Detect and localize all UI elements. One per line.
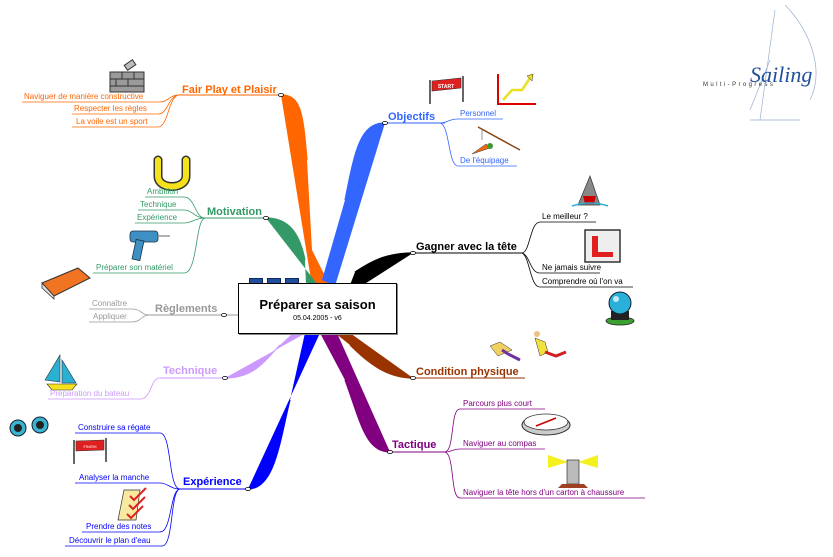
topic-condition[interactable]: Condition physique	[416, 366, 519, 378]
topic-tactique[interactable]: Tactique	[392, 439, 437, 451]
branch-objectifs	[322, 123, 385, 286]
runners-icon	[489, 331, 567, 362]
branch-fairplay	[281, 95, 330, 286]
drill-icon	[129, 230, 170, 262]
subtopic[interactable]: Respecter les règles	[74, 104, 147, 113]
topic-fairplay[interactable]: Fair Play et Plaisir	[182, 84, 277, 96]
crystal-ball-icon	[605, 291, 635, 326]
central-subtitle: 05.04.2005 - v6	[293, 315, 342, 322]
lighthouse-icon	[548, 455, 598, 488]
central-title: Préparer sa saison	[259, 297, 376, 312]
binoculars-icon	[9, 416, 49, 437]
subtopic[interactable]: Ne jamais suivre	[542, 263, 602, 272]
carrot-stick-icon	[471, 126, 521, 155]
branch-tactique-thin	[344, 379, 391, 453]
subtopic[interactable]: La voile est un sport	[76, 117, 148, 126]
topic-experience[interactable]: Expérience	[183, 476, 242, 488]
branch-tactique	[320, 333, 390, 452]
topic-objectifs[interactable]: Objectifs	[388, 111, 436, 123]
branch-technique	[225, 333, 306, 378]
sailing-logo: Sailing Multi-Progress	[690, 0, 830, 135]
branch-experience	[248, 333, 320, 489]
checklist-icon	[117, 487, 147, 521]
learner-plate-icon	[584, 229, 621, 263]
subtopic[interactable]: Appliquer	[93, 312, 127, 321]
subtopic[interactable]: Naviguer de manière constructive	[24, 92, 144, 101]
branch-technique-thin	[224, 344, 281, 379]
topic-technique[interactable]: Technique	[163, 365, 218, 377]
sail-sketch-icon	[749, 4, 817, 121]
logo-tagline: Multi-Progress	[703, 82, 776, 88]
rising-graph-icon	[497, 73, 536, 105]
branch-fairplay-thin	[280, 94, 308, 161]
subtopic[interactable]: Analyser la manche	[79, 473, 150, 482]
shark-icon	[571, 175, 609, 207]
topic-motivation[interactable]: Motivation	[207, 206, 262, 218]
subtopic[interactable]: Naviguer au compas	[463, 439, 537, 448]
subtopic[interactable]: Le meilleur ?	[542, 212, 588, 221]
svg-text:FINISH: FINISH	[83, 444, 96, 449]
subtopic[interactable]: Préparer son matériel	[96, 263, 173, 272]
subtopic[interactable]: Ambition	[147, 187, 179, 196]
central-topic[interactable]: Préparer sa saison 05.04.2005 - v6	[238, 283, 397, 334]
subtopic[interactable]: Connaître	[92, 299, 128, 308]
svg-text:START: START	[438, 84, 454, 90]
subtopic[interactable]: Découvrir le plan d'eau	[69, 536, 151, 545]
branch-condition-thin	[349, 344, 414, 379]
branch-experience-thin	[247, 399, 291, 490]
logo-word: Sailing	[750, 62, 813, 87]
topic-gagner[interactable]: Gagner avec la tête	[416, 241, 517, 253]
branch-gagner-thin	[354, 252, 414, 273]
subtopic[interactable]: Expérience	[137, 213, 178, 222]
compass-icon	[521, 413, 571, 436]
start-banner-icon: START	[429, 76, 464, 104]
subtopic[interactable]: Personnel	[460, 109, 497, 118]
branch-objectifs-thin	[344, 122, 386, 201]
finish-banner-icon: FINISH	[73, 438, 107, 464]
rule-book-icon	[41, 267, 91, 300]
branch-gagner	[350, 253, 413, 285]
branch-motivation-thin	[265, 217, 306, 261]
sailboat-icon	[44, 353, 78, 391]
subtopic[interactable]: Technique	[140, 200, 177, 209]
subtopic[interactable]: De l'équipage	[460, 156, 509, 165]
subtopic[interactable]: Préparation du bateau	[50, 389, 130, 398]
topic-reglements[interactable]: Règlements	[155, 303, 218, 315]
subtopic[interactable]: Parcours plus court	[463, 399, 532, 408]
branch-condition	[335, 333, 413, 378]
subtopic[interactable]: Construire sa régate	[78, 423, 151, 432]
branch-motivation	[266, 218, 318, 285]
subtopic[interactable]: Naviguer la tête hors d'un carton à chau…	[463, 488, 625, 497]
subtopic[interactable]: Comprendre où l'on va	[542, 277, 623, 286]
horseshoe-icon	[153, 155, 191, 191]
subtopic[interactable]: Prendre des notes	[86, 522, 152, 531]
brick-wall-icon	[109, 58, 145, 93]
